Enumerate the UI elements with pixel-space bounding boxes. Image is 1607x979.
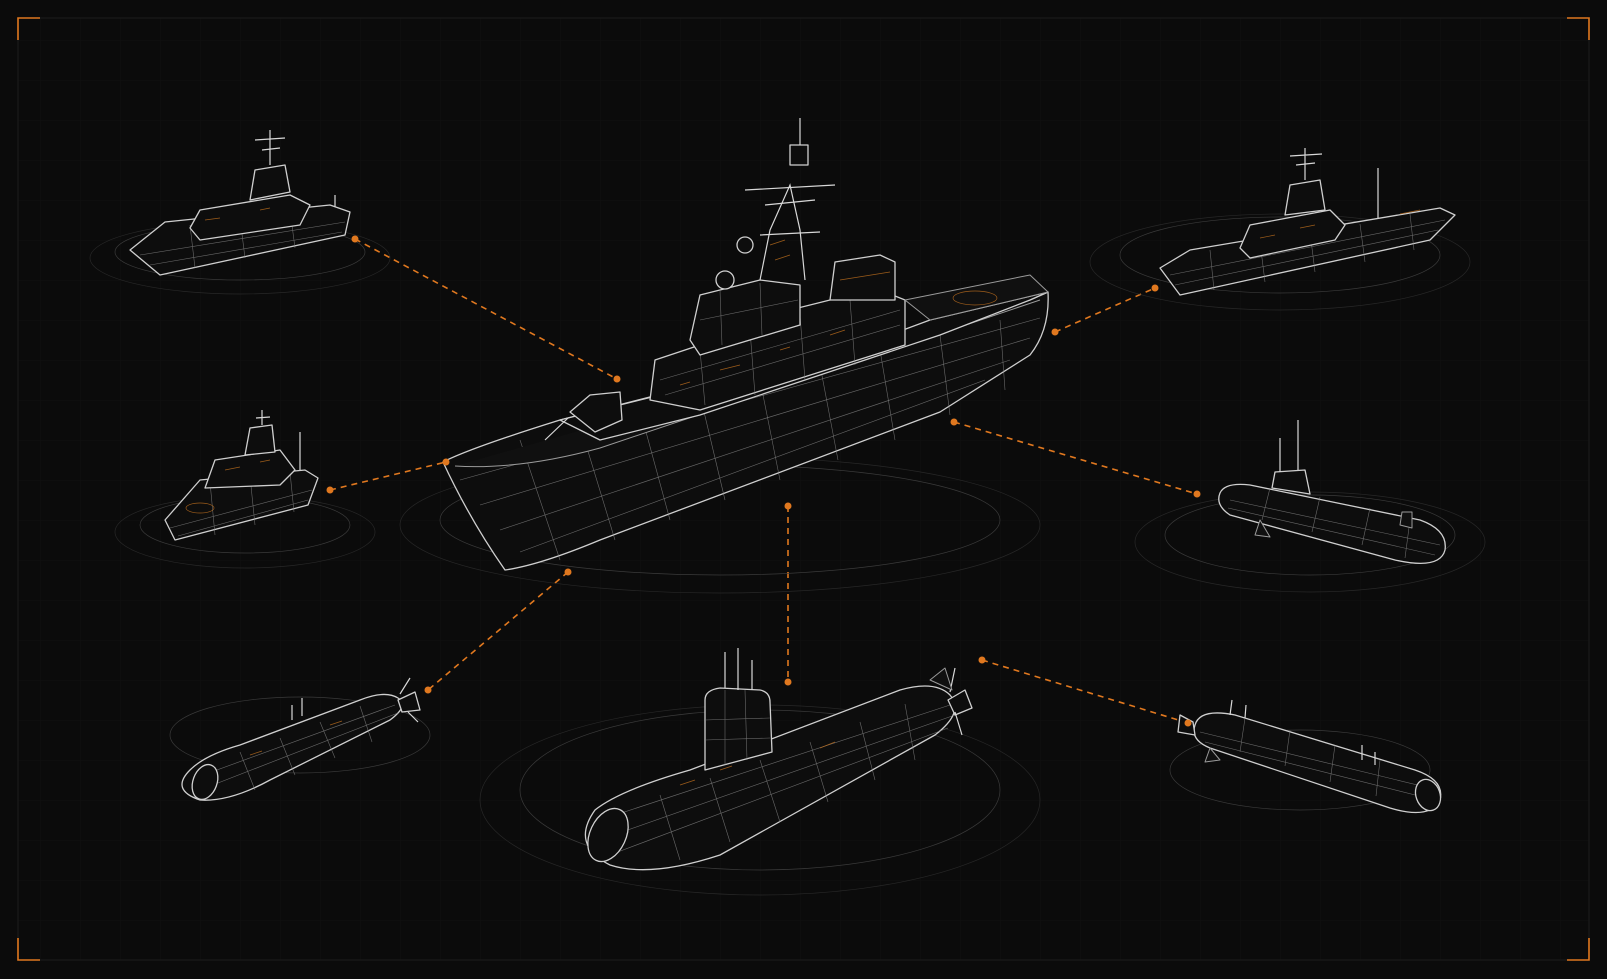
uuv-icon[interactable] [169,677,431,803]
link-dot [351,235,359,243]
link-dot [613,375,621,383]
submarine-icon[interactable] [479,648,1041,896]
link-dot [784,678,792,686]
corner-bottom-left [17,938,40,961]
link-submarine-uuv-bottom-right [981,659,1189,724]
link-dot [424,686,432,694]
frigate-icon[interactable] [399,118,1049,594]
link-frigate-uuv-bottom-left [427,571,569,691]
link-dot [442,458,450,466]
frame-border [17,17,1590,961]
submarine-icon[interactable] [1134,420,1486,593]
link-dot [1193,490,1201,498]
link-dot [784,502,792,510]
patrol-boat-icon[interactable] [114,410,376,569]
link-dot [978,656,986,664]
uuv-icon[interactable] [1169,699,1445,814]
corner-bottom-right [1567,938,1590,961]
link-dot [564,568,572,576]
patrol-boat-icon[interactable] [89,130,391,295]
corner-top-left [17,17,40,40]
link-frigate-corvette-top-right [1054,287,1156,333]
frame-corners [17,17,1590,961]
link-dot [326,486,334,494]
link-frigate-patrol-boat-mid-left [329,461,447,491]
link-dot [950,418,958,426]
connector-links [329,238,1198,724]
connector-dots [326,235,1201,727]
link-frigate-patrol-boat-top-left [354,238,618,380]
link-dot [1151,284,1159,292]
link-frigate-submarine-mid-right [953,421,1198,495]
corvette-icon[interactable] [1089,148,1471,311]
link-dot [1051,328,1059,336]
link-dot [1184,719,1192,727]
corner-top-right [1567,17,1590,40]
